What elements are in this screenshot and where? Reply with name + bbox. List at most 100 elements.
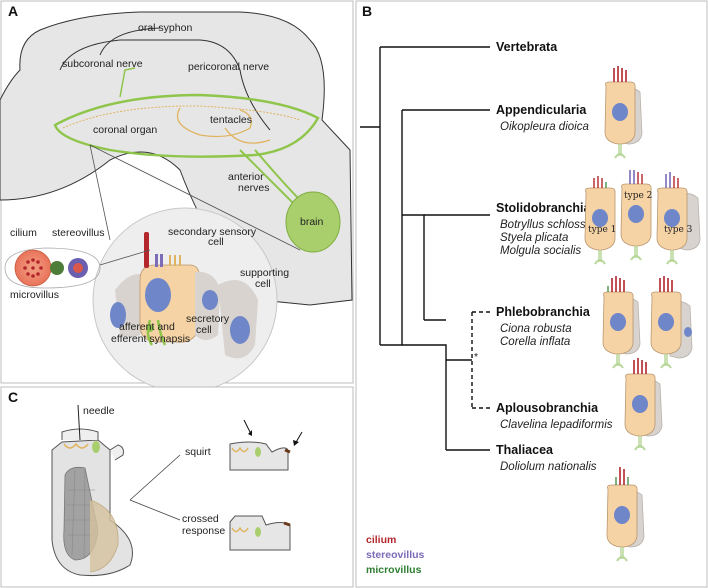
cell-phlebobranchia-1 [602, 276, 641, 369]
species-doliolum: Doliolum nationalis [500, 461, 597, 473]
cross-lead [99, 249, 151, 266]
cilium-shape [144, 232, 149, 268]
synapse-bouton [146, 324, 154, 332]
species-oikopleura: Oikopleura dioica [500, 121, 589, 133]
label-secondary-sensory: secondary sensory [168, 226, 257, 238]
label-squirt: squirt [185, 446, 211, 458]
label-sensory-cell: cell [208, 236, 224, 248]
gut [89, 499, 119, 573]
label-tentacles: tentacles [210, 114, 252, 126]
label-secretory-cell: cell [196, 324, 212, 336]
branchial-grid [66, 469, 98, 559]
label-anterior: anterior [228, 171, 264, 183]
panel-b: B * Vertebrata Appendicularia Oikopleura… [355, 0, 708, 588]
taxon-aplousobranchia: Aplousobranchia [496, 401, 599, 415]
species-ciona: Ciona robusta [500, 323, 572, 335]
label-pericoronal-nerve: pericoronal nerve [188, 61, 269, 73]
cilium-microtubules [23, 258, 43, 278]
species-molgula: Molgula socialis [500, 245, 581, 257]
label-cilium: cilium [10, 227, 37, 239]
squirt-brain [255, 447, 261, 457]
taxon-stolidobranchia: Stolidobranchia [496, 201, 592, 215]
stereovillus-shape [155, 254, 158, 267]
label-supporting: supporting [240, 267, 289, 279]
label-type1: type 1 [588, 225, 616, 235]
label-response: response [182, 525, 225, 537]
squirt-arrowhead-2 [293, 440, 299, 446]
taxon-vertebrata: Vertebrata [496, 40, 558, 54]
species-styela: Styela plicata [500, 232, 568, 244]
label-oral-syphon: oral syphon [138, 22, 192, 34]
sensory-nucleus [145, 278, 171, 312]
legend-microvillus: microvillus [366, 564, 422, 576]
legend-cilium: cilium [366, 534, 396, 546]
arrow-crossed [129, 499, 181, 521]
cell-phlebobranchia-2 [650, 276, 693, 369]
crossed-coronal [231, 526, 249, 533]
label-type2: type 2 [624, 191, 652, 201]
cell-aplousobranchia [624, 358, 663, 451]
squirt-coronal [231, 446, 249, 453]
stereovillus-core [73, 263, 83, 273]
supporting-nucleus-left [110, 302, 126, 328]
subcoronal-nerve-branch [119, 67, 136, 98]
label-microvillus: microvillus [10, 289, 59, 301]
anterior-nerve-2 [254, 149, 301, 201]
cell-appendicularia [604, 66, 643, 159]
panel-a: A [0, 0, 354, 393]
crossed-atrial [283, 521, 291, 527]
asterisk: * [474, 351, 478, 363]
coronal-organ-c [63, 442, 89, 449]
label-crossed: crossed [182, 513, 219, 525]
panel-c-label: C [8, 389, 18, 405]
cell-thaliacea [606, 467, 645, 562]
taxon-appendicularia: Appendicularia [496, 103, 587, 117]
label-type3: type 3 [664, 225, 693, 235]
label-afferent-and: afferent and [119, 321, 175, 333]
taxon-thaliacea: Thaliacea [496, 443, 554, 457]
coronal-organ-band [62, 105, 301, 129]
cell-stolidobranchia: type 1 type 2 type 3 [584, 170, 701, 265]
syphon-rim [99, 27, 161, 56]
microvilli-shape [169, 255, 181, 266]
microvillus-cross-section [50, 261, 64, 275]
taxon-phlebobranchia: Phlebobranchia [496, 305, 591, 319]
legend-stereovillus: stereovillus [366, 549, 425, 561]
species-botryllus: Botryllus schlosseri [500, 219, 599, 231]
panel-b-label: B [362, 3, 372, 19]
label-efferent-synapsis: efferent synapsis [111, 333, 190, 345]
label-stereovillus: stereovillus [52, 227, 105, 239]
label-supporting-cell: cell [255, 278, 271, 290]
label-subcoronal-nerve: subcoronal nerve [62, 58, 143, 70]
cross-section-outline [4, 247, 101, 289]
brain-shape [285, 191, 341, 253]
atrial-syphon [109, 444, 124, 461]
label-secretory: secretory [186, 313, 230, 325]
species-corella: Corella inflata [500, 336, 570, 348]
brain-c [92, 441, 100, 453]
label-coronal-organ: coronal organ [93, 124, 157, 136]
stereovillus-shape-2 [160, 254, 163, 267]
tree-v4 [402, 344, 447, 450]
zoom-line-2 [89, 144, 301, 251]
label-nerves: nerves [238, 182, 270, 194]
squirt-atrial [284, 448, 291, 454]
secretory-nucleus [202, 290, 218, 310]
pericoronal-nerve-ring [53, 93, 320, 158]
panel-b-frame [355, 0, 708, 588]
zoom-line-1 [89, 144, 111, 241]
crossed-brain [255, 527, 261, 537]
label-brain: brain [300, 216, 324, 228]
tentacle-1 [176, 107, 252, 138]
panel-c: C needle squirt crossed response [0, 386, 354, 588]
tentacle-2 [224, 127, 271, 144]
species-clavelina: Clavelina lepadiformis [500, 419, 613, 431]
synapse-fibers [146, 319, 167, 346]
needle-line [77, 404, 81, 441]
squirt-arrowhead-1 [248, 430, 252, 436]
anterior-nerve-1 [239, 149, 296, 206]
panel-a-label: A [8, 3, 18, 19]
supporting-nucleus-right [230, 316, 250, 344]
arrow-squirt [129, 454, 181, 501]
